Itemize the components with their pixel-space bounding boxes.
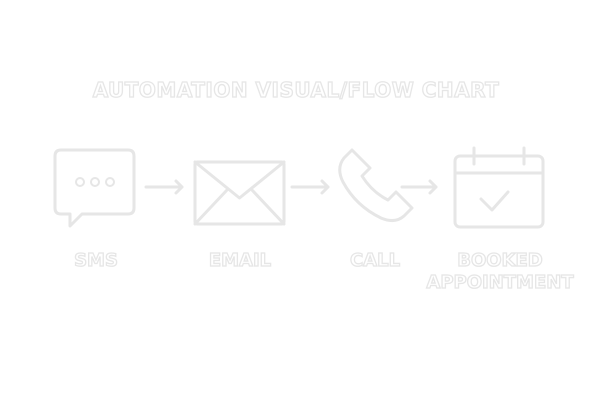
arrow-right-icon — [290, 179, 330, 195]
arrow-right-icon — [144, 179, 184, 195]
step-label-line-1: BOOKED — [457, 249, 544, 271]
phone-icon — [338, 148, 414, 223]
step-label-line-2: APPOINTMENT — [426, 271, 575, 293]
calendar-check-icon — [453, 146, 545, 229]
step-label-email: EMAIL — [208, 249, 272, 271]
chat-bubble-icon — [53, 148, 136, 228]
step-label-booked-appointment: BOOKED APPOINTMENT — [410, 249, 590, 294]
step-label-sms: SMS — [73, 249, 118, 271]
envelope-icon — [193, 160, 286, 226]
step-label-call: CALL — [349, 249, 401, 271]
chart-title: AUTOMATION VISUAL/FLOW CHART — [92, 77, 500, 102]
arrow-right-icon — [400, 179, 438, 195]
